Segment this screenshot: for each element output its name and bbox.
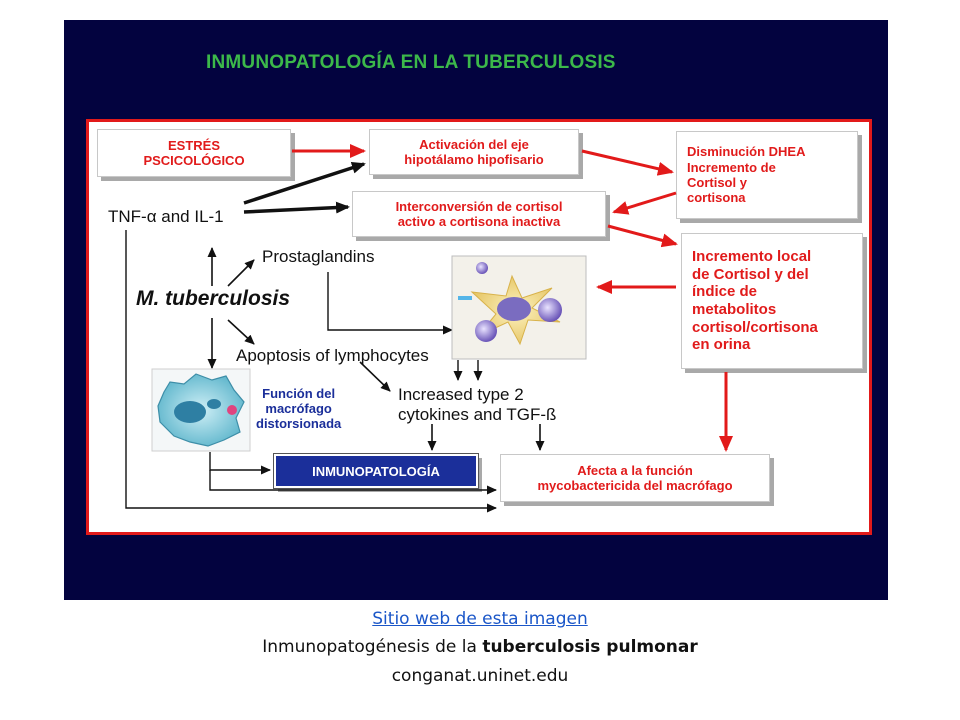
macrophage-illustration (151, 368, 251, 452)
node-prostaglandins: Prostaglandins (262, 247, 375, 266)
source-link[interactable]: Sitio web de esta imagen (372, 609, 588, 629)
node-cytokines: Increased type 2 cytokines and TGF-ß (398, 385, 557, 424)
node-inmunopatologia: INMUNOPATOLOGÍA (273, 453, 479, 489)
caption-prefix: Inmunopatogénesis de la (262, 637, 483, 657)
diagram-title: INMUNOPATOLOGÍA EN LA TUBERCULOSIS (206, 52, 616, 73)
caption-domain: conganat.uninet.edu (391, 666, 569, 686)
node-interconversion: Interconversión de cortisol activo a cor… (352, 191, 606, 237)
node-incremento: Incremento local de Cortisol y del índic… (681, 233, 863, 369)
node-funcion: Función del macrófago distorsionada (256, 386, 342, 431)
node-apoptosis: Apoptosis of lymphocytes (236, 346, 429, 365)
node-tnf: TNF-α and IL-1 (108, 207, 224, 226)
node-estres: ESTRÉS PSCICOLÓGICO (97, 129, 291, 177)
node-mtb: M. tuberculosis (136, 287, 291, 310)
node-dhea: Disminución DHEA Incremento de Cortisol … (676, 131, 858, 219)
caption-text: Inmunopatogénesis de la tuberculosis pul… (0, 637, 960, 657)
node-afecta: Afecta a la función mycobactericida del … (500, 454, 770, 502)
caption-bold: tuberculosis pulmonar (482, 637, 698, 657)
node-activacion: Activación del eje hipotálamo hipofisari… (369, 129, 579, 175)
dendritic-cell-illustration (451, 255, 587, 360)
